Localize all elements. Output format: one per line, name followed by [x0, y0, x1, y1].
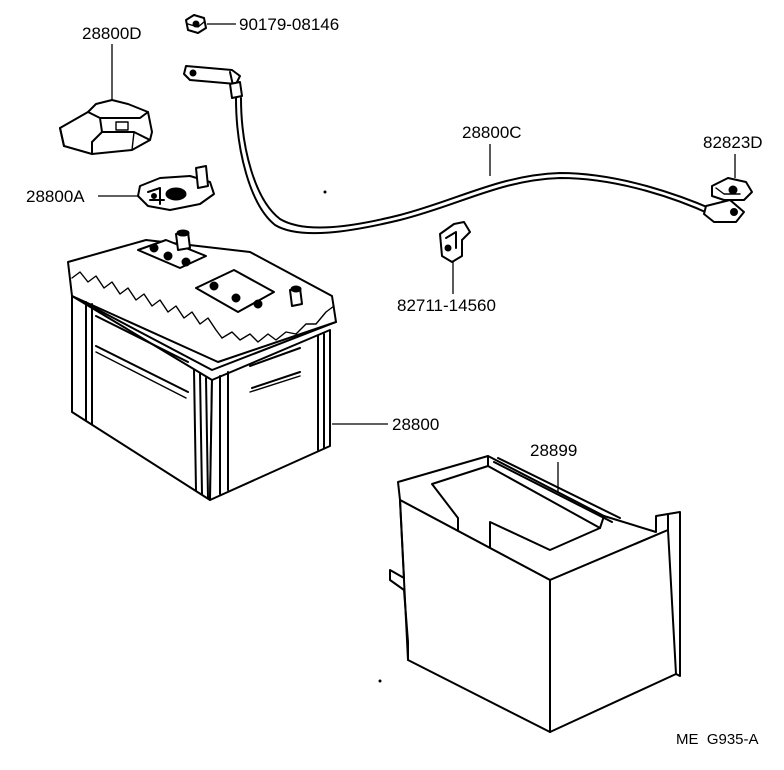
- cable-28800C: [235, 97, 713, 235]
- label-82823D: 82823D: [703, 133, 763, 152]
- label-82711-14560: 82711-14560: [397, 296, 496, 315]
- nut-drawing: [185, 14, 207, 34]
- cable-bracket-drawing: [183, 65, 243, 99]
- label-90179-08146: 90179-08146: [239, 15, 339, 34]
- label-28800C: 28800C: [462, 123, 522, 142]
- terminal-cover-drawing: [59, 99, 153, 155]
- battery-tray-drawing: [389, 455, 681, 733]
- cable-end-terminal-drawing: [703, 199, 745, 223]
- terminal-28800A-drawing: [137, 165, 215, 211]
- label-28800D: 28800D: [82, 24, 142, 43]
- battery-drawing: [67, 229, 337, 501]
- clamp-82711-drawing: [439, 221, 471, 263]
- label-28899: 28899: [530, 441, 577, 460]
- clamp-82823D-drawing: [711, 177, 753, 201]
- label-28800: 28800: [392, 415, 439, 434]
- diagram-code: ME G935-A: [676, 731, 759, 748]
- label-28800A: 28800A: [26, 187, 85, 206]
